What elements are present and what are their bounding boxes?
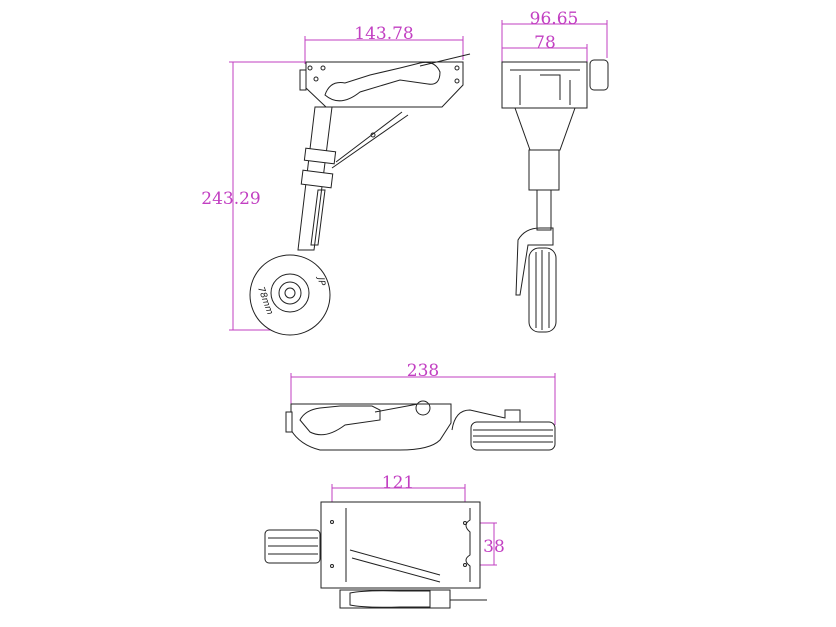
top-lip — [285, 411, 293, 433]
strut-collar-lower — [300, 169, 334, 189]
front-strut-upper — [528, 149, 560, 191]
top-view: 238 — [285, 361, 556, 451]
front-strut-lower — [536, 189, 552, 231]
bottom-view: 121 38 — [264, 473, 505, 609]
dim-top-length-label: 238 — [407, 361, 439, 381]
dim-front-frame: 78 — [502, 33, 588, 62]
bottom-cylinder — [349, 549, 441, 583]
actuator-end — [589, 59, 609, 91]
top-fork — [451, 409, 521, 431]
dim-side-width: 143.78 — [304, 24, 464, 64]
wheel-hub — [270, 273, 310, 313]
plate-bolts — [307, 65, 460, 84]
wheel-logo: JP — [315, 275, 327, 287]
side-wheel — [249, 254, 331, 336]
top-body — [290, 403, 452, 451]
side-view: 143.78 243.29 JP 78mm — [201, 24, 471, 336]
bottom-actuator — [339, 589, 451, 609]
drag-brace — [331, 111, 409, 169]
front-view: 96.65 78 — [501, 9, 609, 333]
mount-holes — [330, 520, 467, 568]
dim-hole-pitch: 38 — [467, 522, 505, 566]
plate-lip — [299, 69, 307, 91]
top-cylinder — [299, 405, 381, 436]
torque-link — [310, 189, 326, 246]
front-yoke — [514, 107, 576, 151]
retract-cylinder — [324, 61, 441, 102]
strut-collar — [303, 147, 337, 165]
dim-front-total: 96.65 — [501, 9, 608, 62]
front-fork — [515, 227, 554, 296]
dim-front-total-label: 96.65 — [530, 9, 579, 29]
dim-side-height: 243.29 — [201, 61, 306, 331]
front-frame — [501, 61, 588, 109]
dim-side-width-label: 143.78 — [354, 24, 413, 44]
dim-top-length: 238 — [290, 361, 556, 425]
brace-pivot — [370, 132, 376, 138]
top-rod — [374, 403, 419, 413]
actuator-rod — [419, 53, 471, 67]
top-crank — [415, 400, 431, 416]
bottom-frame — [320, 501, 481, 589]
dim-hole-spacing-label: 121 — [382, 473, 414, 493]
dim-front-frame-label: 78 — [534, 33, 556, 53]
dim-side-height-label: 243.29 — [201, 189, 260, 209]
dim-hole-pitch-label: 38 — [483, 537, 505, 557]
